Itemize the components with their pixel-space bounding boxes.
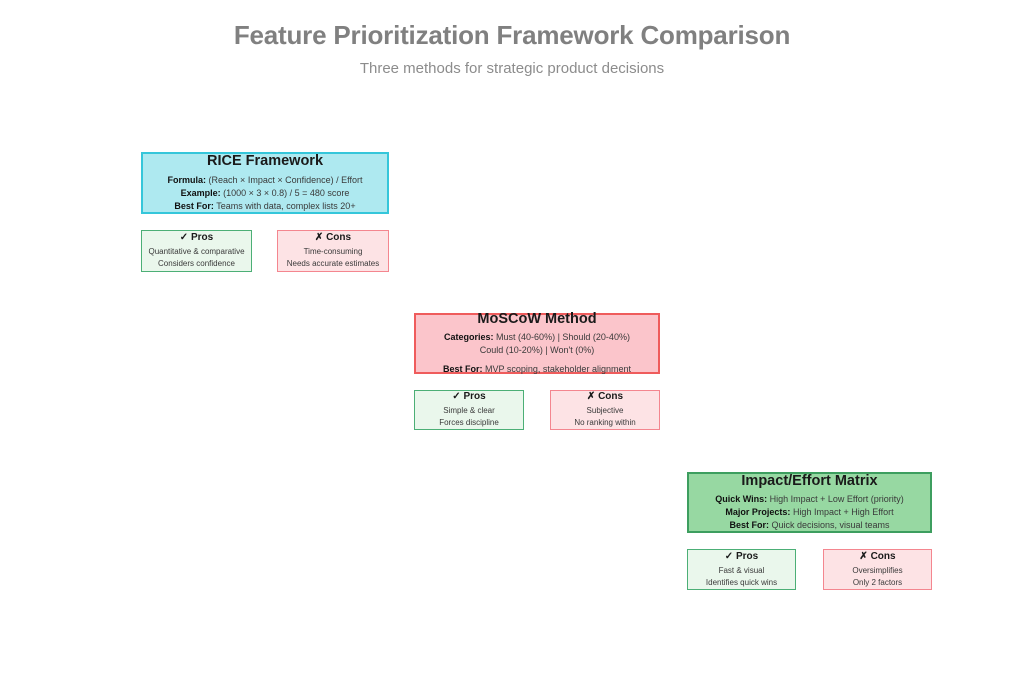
cons-item: Time-consuming: [303, 247, 363, 256]
cons-heading: ✗ Cons: [859, 550, 896, 562]
pros-heading: ✓ Pros: [452, 391, 486, 402]
detail-label: Best For:: [729, 520, 769, 531]
cons-heading: ✗ Cons: [314, 232, 352, 243]
pros-heading: ✓ Pros: [179, 232, 214, 243]
detail-label: Example:: [180, 187, 221, 198]
framework-detail-line: Best For: MVP scoping, stakeholder align…: [443, 363, 631, 376]
detail-text: Must (40-60%) | Should (20-40%): [493, 332, 630, 343]
pros-item: Fast & visual: [718, 565, 765, 575]
framework-detail-line: Quick Wins: High Impact + Low Effort (pr…: [715, 493, 904, 506]
cons-heading: ✗ Cons: [586, 391, 624, 402]
cons-item: Oversimplifies: [852, 565, 903, 575]
detail-text: High Impact + Low Effort (priority): [767, 494, 904, 505]
detail-text: Quick decisions, visual teams: [768, 520, 890, 531]
framework-card-impact-effort[interactable]: Impact/Effort Matrix Quick Wins: High Im…: [687, 472, 932, 533]
cons-card-moscow[interactable]: ✗ Cons Subjective No ranking within: [550, 390, 660, 430]
detail-label: Formula:: [167, 174, 207, 185]
framework-detail-line: Could (10-20%) | Won't (0%): [480, 344, 594, 357]
framework-group-moscow: MoSCoW Method Categories: Must (40-60%) …: [414, 310, 660, 430]
pros-heading: ✓ Pros: [724, 550, 759, 562]
detail-text: Could (10-20%) | Won't (0%): [479, 345, 595, 356]
pros-card-rice[interactable]: ✓ Pros Quantitative & comparative Consid…: [141, 230, 252, 272]
cons-item: Needs accurate estimates: [286, 259, 380, 268]
framework-detail-line: Categories: Must (40-60%) | Should (20-4…: [444, 331, 630, 344]
page-subtitle: Three methods for strategic product deci…: [359, 60, 665, 77]
cons-card-impact-effort[interactable]: ✗ Cons Oversimplifies Only 2 factors: [823, 549, 932, 590]
pros-item: Considers confidence: [158, 259, 235, 268]
pros-item: Simple & clear: [443, 406, 495, 415]
framework-detail-line: Formula: (Reach × Impact × Confidence) /…: [168, 174, 363, 187]
framework-detail-line: Best For: Quick decisions, visual teams: [729, 519, 889, 532]
detail-text: MVP scoping, stakeholder alignment: [482, 364, 631, 375]
cons-item: Only 2 factors: [852, 577, 903, 587]
detail-label: Best For:: [443, 364, 483, 375]
pros-item: Identifies quick wins: [705, 577, 778, 587]
framework-card-rice[interactable]: RICE Framework Formula: (Reach × Impact …: [141, 152, 389, 214]
framework-name: Impact/Effort Matrix: [741, 472, 878, 489]
detail-label: Best For:: [174, 200, 214, 211]
cons-item: No ranking within: [574, 418, 636, 427]
framework-group-impact-effort: Impact/Effort Matrix Quick Wins: High Im…: [687, 472, 932, 590]
pros-item: Quantitative & comparative: [148, 247, 245, 256]
pros-card-moscow[interactable]: ✓ Pros Simple & clear Forces discipline: [414, 390, 524, 430]
page-title: Feature Prioritization Framework Compari…: [233, 20, 791, 50]
detail-label: Categories:: [444, 332, 494, 343]
framework-detail-line: Best For: Teams with data, complex lists…: [174, 200, 355, 213]
detail-text: (Reach × Impact × Confidence) / Effort: [206, 174, 363, 185]
framework-card-moscow[interactable]: MoSCoW Method Categories: Must (40-60%) …: [414, 310, 660, 376]
framework-detail-line: Example: (1000 × 3 × 0.8) / 5 = 480 scor…: [181, 187, 350, 200]
framework-name: MoSCoW Method: [477, 310, 597, 327]
framework-name: RICE Framework: [206, 153, 324, 170]
framework-detail-line: Major Projects: High Impact + High Effor…: [725, 506, 893, 519]
detail-label: Major Projects:: [725, 507, 791, 518]
framework-group-rice: RICE Framework Formula: (Reach × Impact …: [141, 152, 389, 272]
cons-card-rice[interactable]: ✗ Cons Time-consuming Needs accurate est…: [277, 230, 389, 272]
detail-text: (1000 × 3 × 0.8) / 5 = 480 score: [220, 187, 350, 198]
detail-text: High Impact + High Effort: [790, 507, 894, 518]
detail-label: Quick Wins:: [715, 494, 768, 505]
cons-item: Subjective: [586, 406, 624, 415]
pros-item: Forces discipline: [439, 418, 499, 427]
pros-card-impact-effort[interactable]: ✓ Pros Fast & visual Identifies quick wi…: [687, 549, 796, 590]
detail-text: Teams with data, complex lists 20+: [213, 200, 356, 211]
